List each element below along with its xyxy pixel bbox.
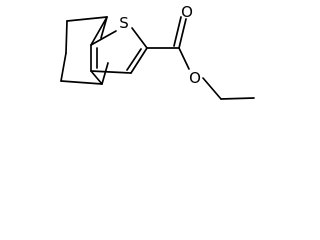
bond-o-ch2 — [202, 77, 222, 100]
bond-c7a-s — [90, 30, 117, 46]
bond-c9-c10 — [65, 20, 68, 54]
bond-c3-c3a — [90, 70, 132, 74]
bond-c2-c3 — [130, 47, 148, 74]
bond-c2-c3-double — [126, 48, 142, 71]
bond-c10-c11 — [60, 52, 67, 82]
bond-c11-c4 — [60, 80, 103, 85]
bridge-lower — [101, 62, 109, 85]
ester-oxygen-label: O — [189, 69, 201, 87]
atom-labels: S O O — [119, 3, 201, 87]
bond-c4-c3a — [90, 70, 103, 85]
carbonyl-oxygen-label: O — [181, 3, 193, 21]
bond-c-o-ester — [178, 47, 190, 70]
chemical-structure: S O O — [0, 0, 260, 118]
bond-c7a-c8 — [90, 16, 108, 46]
bond-c-o-double-2 — [173, 16, 182, 47]
bonds — [60, 16, 255, 100]
bond-s-c2 — [131, 27, 148, 49]
bond-c-o-double-1 — [178, 18, 187, 49]
bond-ch2-ch3 — [220, 97, 255, 100]
sulfur-atom-label: S — [119, 14, 129, 32]
bridge-upper — [100, 16, 108, 39]
background — [0, 0, 260, 118]
bond-c8-c9 — [66, 16, 108, 22]
